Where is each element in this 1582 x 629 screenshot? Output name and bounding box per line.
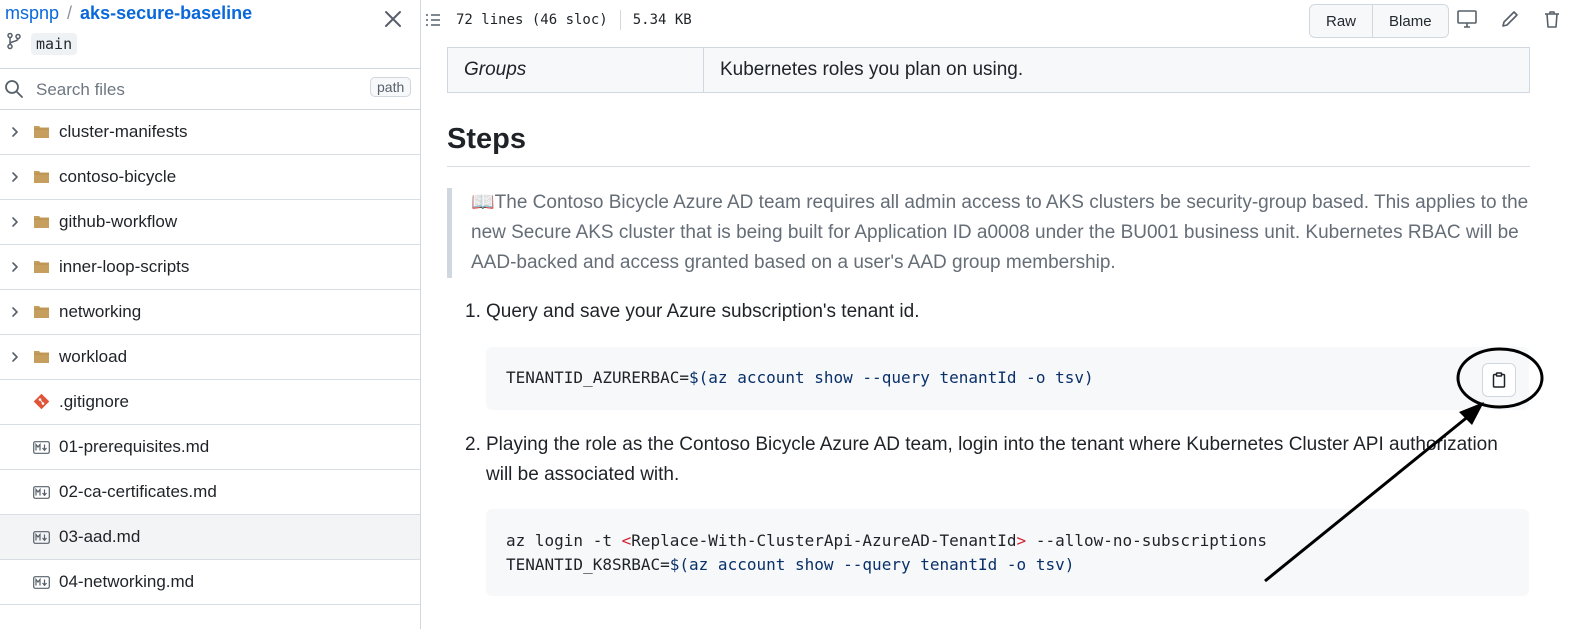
code-block-2: az login -t <Replace-With-ClusterApi-Azu…: [486, 509, 1529, 596]
tree-item-label: workload: [59, 347, 128, 366]
trash-icon[interactable]: [1542, 9, 1562, 34]
file-size: 5.34 KB: [632, 12, 692, 28]
tree-item-label: 03-aad.md: [59, 527, 141, 546]
markdown-file-icon: [33, 441, 50, 459]
step-text: Query and save your Azure subscription's…: [486, 301, 920, 322]
search-files-input[interactable]: [34, 76, 358, 104]
tree-item-label: 01-prerequisites.md: [59, 437, 210, 456]
tree-folder-item[interactable]: inner-loop-scripts: [0, 245, 420, 290]
chevron-right-icon[interactable]: [9, 350, 21, 368]
chevron-right-icon[interactable]: [9, 170, 21, 188]
code-token: Replace-With-ClusterApi-AzureAD-TenantId: [631, 531, 1017, 550]
step-text: Playing the role as the Contoso Bicycle …: [486, 434, 1498, 485]
table-row: Groups Kubernetes roles you plan on usin…: [447, 47, 1530, 93]
step-number: 1.: [465, 301, 481, 322]
sidebar-header: mspnp / aks-secure-baseline main: [0, 0, 420, 69]
file-search: [0, 69, 420, 110]
tree-file-item[interactable]: 01-prerequisites.md: [0, 425, 420, 470]
steps-heading: Steps: [447, 123, 526, 155]
toc-icon[interactable]: [425, 12, 441, 33]
folder-icon: [33, 349, 50, 369]
code-token: --allow-no-subscriptions: [1026, 531, 1268, 550]
folder-icon: [33, 259, 50, 279]
code-token: TENANTID_AZURERBAC=: [506, 368, 690, 387]
code-line: TENANTID_AZURERBAC=$(az account show --q…: [506, 366, 1094, 390]
folder-icon: [33, 124, 50, 144]
breadcrumb: mspnp / aks-secure-baseline: [5, 3, 252, 24]
code-token: <: [621, 531, 632, 550]
search-icon: [4, 79, 24, 104]
file-info: 72 lines (46 sloc) 5.34 KB: [456, 10, 692, 30]
code-token: az login -t: [506, 531, 622, 550]
tree-folder-item[interactable]: contoso-bicycle: [0, 155, 420, 200]
code-block-1: TENANTID_AZURERBAC=$(az account show --q…: [486, 347, 1529, 410]
folder-icon: [33, 304, 50, 324]
line-count: 72 lines (46 sloc): [456, 12, 608, 28]
tree-file-item[interactable]: 03-aad.md: [0, 515, 420, 560]
chevron-right-icon[interactable]: [9, 305, 21, 323]
tree-folder-item[interactable]: networking: [0, 290, 420, 335]
step-number: 2.: [465, 434, 481, 455]
tree-file-item[interactable]: .gitignore: [0, 380, 420, 425]
table-cell-groups: Groups: [464, 59, 527, 80]
pencil-icon[interactable]: [1500, 9, 1520, 34]
tree-item-label: 04-networking.md: [59, 572, 195, 591]
chevron-right-icon[interactable]: [9, 260, 21, 278]
file-tree-sidebar: mspnp / aks-secure-baseline main path clus…: [0, 0, 421, 629]
path-badge: path: [370, 77, 412, 97]
tree-folder-item[interactable]: cluster-manifests: [0, 110, 420, 155]
branch-selector[interactable]: main: [5, 32, 78, 55]
repo-owner-link[interactable]: mspnp: [5, 3, 60, 23]
tree-item-label: github-workflow: [59, 212, 178, 231]
clipboard-icon: [1492, 372, 1506, 388]
code-line: az login -t <Replace-With-ClusterApi-Azu…: [506, 529, 1267, 553]
code-token: $(az account show --query tenantId -o ts…: [669, 555, 1075, 574]
tree-item-label: inner-loop-scripts: [59, 257, 190, 276]
raw-button[interactable]: Raw: [1310, 5, 1373, 37]
tree-item-label: networking: [59, 302, 142, 321]
tree-file-item[interactable]: 02-ca-certificates.md: [0, 470, 420, 515]
breadcrumb-separator: /: [67, 3, 73, 23]
tree-folder-item[interactable]: workload: [0, 335, 420, 380]
folder-icon: [33, 214, 50, 234]
raw-blame-group: Raw Blame: [1309, 4, 1449, 38]
git-file-icon: [33, 393, 50, 415]
git-branch-icon: [5, 32, 23, 55]
chevron-right-icon[interactable]: [9, 125, 21, 143]
folder-icon: [33, 169, 50, 189]
copy-button[interactable]: [1482, 363, 1516, 397]
tree-folder-item[interactable]: github-workflow: [0, 200, 420, 245]
tree-item-label: cluster-manifests: [59, 122, 188, 141]
file-tree: cluster-manifests contoso-bicycle github-w…: [0, 110, 420, 605]
blame-button[interactable]: Blame: [1372, 5, 1448, 37]
divider: [619, 10, 621, 30]
tree-item-label: .gitignore: [59, 392, 129, 411]
tree-file-item[interactable]: 04-networking.md: [0, 560, 420, 605]
branch-name: main: [31, 32, 78, 55]
blockquote: 📖The Contoso Bicycle Azure AD team requi…: [447, 188, 1531, 278]
code-line: TENANTID_K8SRBAC=$(az account show --que…: [506, 553, 1074, 577]
code-token: >: [1016, 531, 1027, 550]
file-header-bar: 72 lines (46 sloc) 5.34 KB Raw Blame: [421, 0, 1582, 42]
table-cell-description: Kubernetes roles you plan on using.: [720, 59, 1024, 80]
tree-item-label: 02-ca-certificates.md: [59, 482, 217, 501]
chevron-right-icon[interactable]: [9, 215, 21, 233]
markdown-file-icon: [33, 531, 50, 549]
close-icon[interactable]: [382, 8, 404, 30]
markdown-file-icon: [33, 576, 50, 594]
display-icon[interactable]: [1456, 9, 1478, 34]
heading-rule: [447, 166, 1530, 167]
table-cell: Groups: [448, 48, 704, 92]
code-token: $(az account show --query tenantId -o ts…: [689, 368, 1094, 387]
code-token: TENANTID_K8SRBAC=: [506, 555, 670, 574]
repo-name-link[interactable]: aks-secure-baseline: [80, 3, 253, 23]
markdown-file-icon: [33, 486, 50, 504]
tree-item-label: contoso-bicycle: [59, 167, 177, 186]
